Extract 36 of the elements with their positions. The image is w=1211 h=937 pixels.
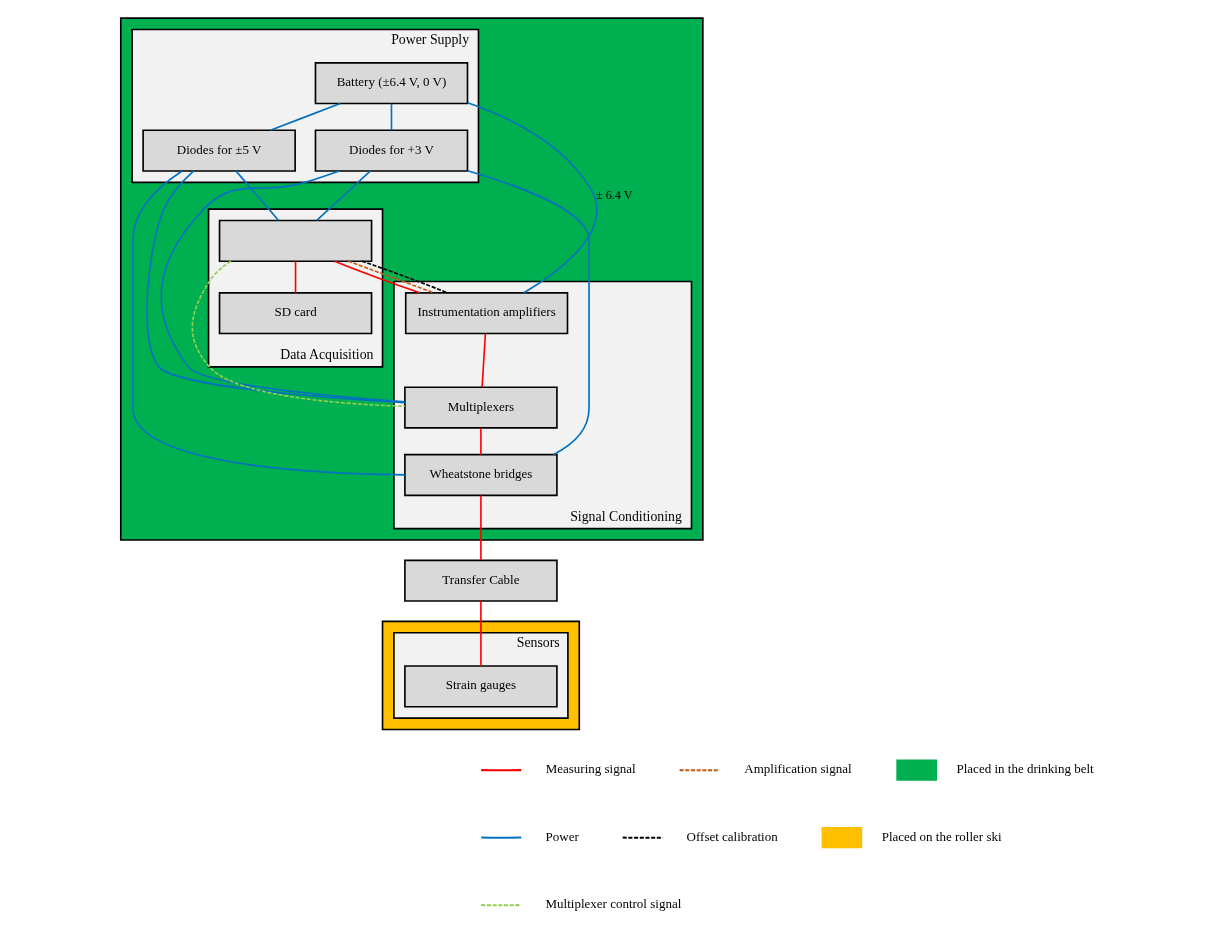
legend-label: Measuring signal bbox=[545, 761, 636, 777]
legend-label: Multiplexer control signal bbox=[545, 896, 682, 912]
connector bbox=[294, 260, 297, 294]
connector bbox=[390, 102, 393, 132]
cluster bbox=[119, 17, 704, 541]
node-box: Transfer Cable bbox=[404, 559, 558, 602]
connector bbox=[347, 260, 435, 294]
legend-label: Placed in the drinking belt bbox=[956, 761, 1094, 777]
connector bbox=[466, 102, 598, 294]
node-box: Strain gauges bbox=[404, 665, 558, 708]
cluster bbox=[381, 620, 581, 731]
node-box: Instrumentation amplifiers bbox=[404, 292, 569, 335]
node-box: Wheatstone bridges bbox=[404, 453, 558, 497]
legend-label: Power bbox=[545, 828, 579, 844]
connector bbox=[361, 260, 449, 294]
connector bbox=[480, 427, 482, 456]
connector bbox=[466, 169, 590, 456]
node-box bbox=[218, 219, 373, 262]
connector bbox=[480, 494, 482, 561]
connector bbox=[315, 170, 371, 222]
node-box: Battery (±6.4 V, 0 V) bbox=[314, 62, 469, 105]
node-box: SD card bbox=[218, 292, 373, 335]
edge-label: ± 6.4 V bbox=[595, 187, 633, 202]
connector bbox=[480, 600, 482, 667]
legend-label: Offset calibration bbox=[686, 828, 778, 844]
connector bbox=[269, 102, 342, 131]
legend-label: Amplification signal bbox=[744, 761, 852, 777]
connector bbox=[235, 170, 280, 222]
node-box: Diodes for ±5 V bbox=[142, 129, 296, 172]
connector bbox=[132, 170, 406, 476]
legend-label: Placed on the roller ski bbox=[881, 828, 1002, 844]
node-box: Multiplexers bbox=[404, 386, 558, 429]
connector bbox=[191, 260, 406, 408]
connector bbox=[333, 260, 421, 294]
connector bbox=[481, 332, 487, 388]
node-box: Diodes for +3 V bbox=[314, 129, 469, 172]
